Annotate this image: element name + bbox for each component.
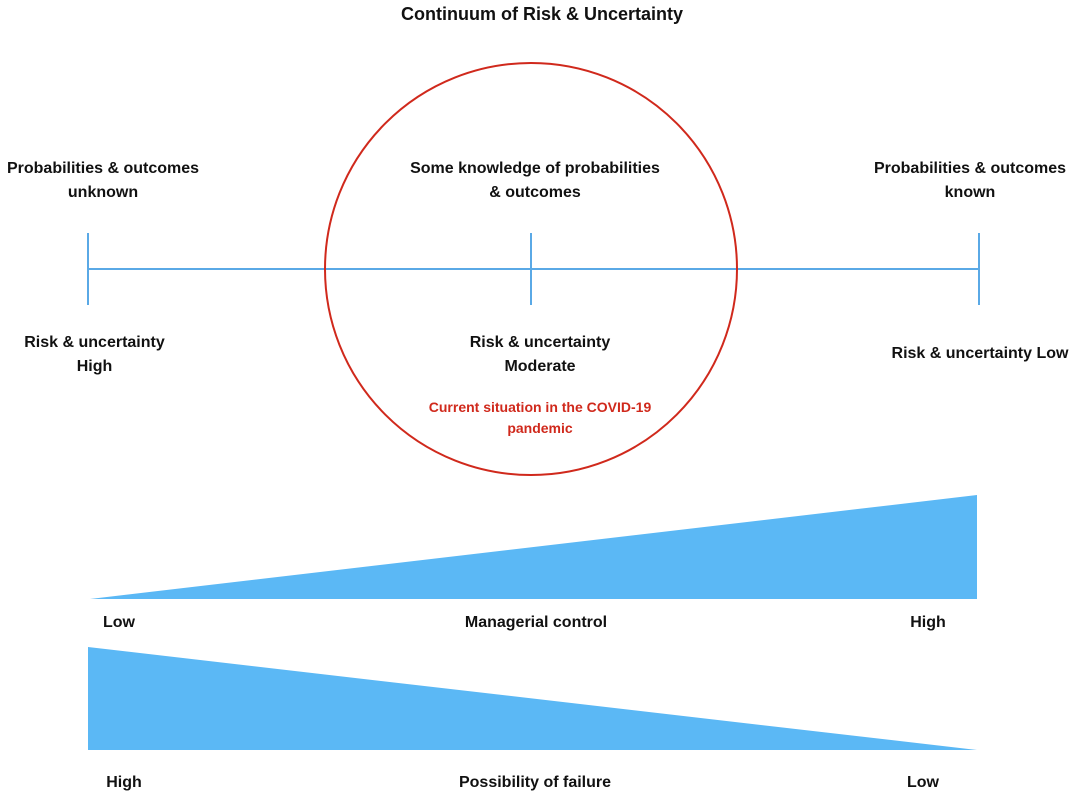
current-situation-line2: pandemic: [507, 420, 573, 436]
managerial-control-wedge: [90, 495, 977, 599]
left-risk-line1: Risk & uncertainty: [24, 334, 165, 351]
current-situation-circle: [324, 62, 738, 476]
left-risk-line2: High: [76, 358, 113, 375]
right-risk-label: Risk & uncertainty Low: [891, 345, 1069, 362]
left-top-line2: unknown: [67, 184, 139, 201]
middle-top-line1: Some knowledge of probabilities: [410, 160, 660, 177]
left-top-line1: Probabilities & outcomes: [6, 160, 200, 177]
managerial-control-low-label: Low: [103, 614, 135, 631]
possibility-of-failure-label: Possibility of failure: [458, 774, 612, 791]
middle-top-line2: & outcomes: [489, 184, 581, 201]
diagram-title: Continuum of Risk & Uncertainty: [400, 4, 683, 24]
failure-high-label: High: [106, 774, 142, 791]
right-top-line1: Probabilities & outcomes: [873, 160, 1067, 177]
possibility-of-failure-wedge: [88, 647, 977, 750]
failure-low-label: Low: [907, 774, 939, 791]
current-situation-line1: Current situation in the COVID-19: [428, 399, 652, 415]
right-top-line2: known: [944, 184, 996, 201]
middle-risk-line2: Moderate: [504, 358, 576, 375]
managerial-control-label: Managerial control: [464, 614, 608, 631]
managerial-control-high-label: High: [910, 614, 946, 631]
middle-risk-line1: Risk & uncertainty: [469, 334, 611, 351]
